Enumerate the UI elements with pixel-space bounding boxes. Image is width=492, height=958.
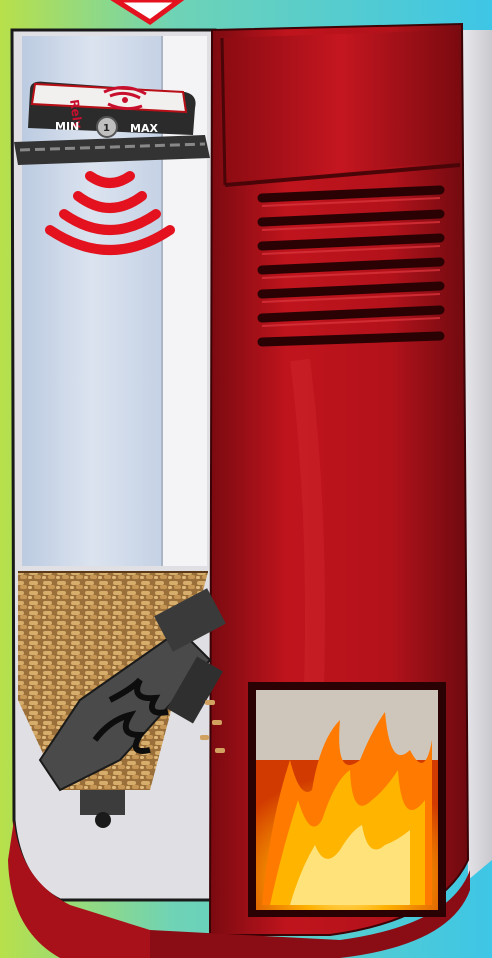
sensitivity-dial[interactable]: 1 <box>97 117 117 137</box>
stove-top-panel <box>222 30 460 185</box>
sensor-min-label: MIN <box>55 120 79 133</box>
dial-value: 1 <box>103 123 110 134</box>
sensor-max-label: MAX <box>130 122 158 135</box>
